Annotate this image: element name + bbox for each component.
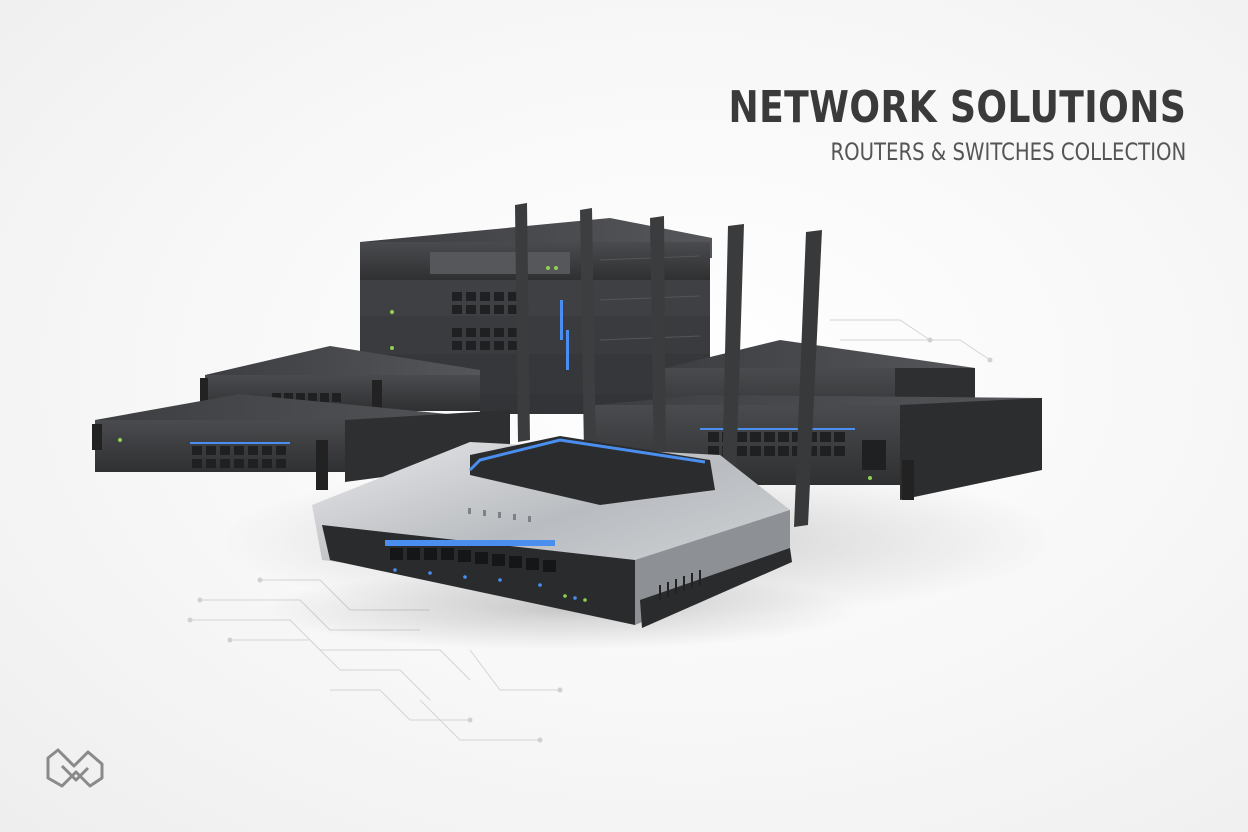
- left-switch-lower: [92, 394, 510, 490]
- title-block: NETWORK SOLUTIONS ROUTERS & SWITCHES COL…: [628, 82, 1186, 167]
- wireless-router: [312, 436, 792, 628]
- router-antennas: [515, 203, 822, 527]
- right-switch-lower: [595, 395, 1042, 500]
- subheadline: ROUTERS & SWITCHES COLLECTION: [830, 138, 1186, 167]
- router-lan-ports: [390, 548, 556, 572]
- brand-logo-icon: [46, 748, 104, 788]
- headline: NETWORK SOLUTIONS: [728, 82, 1186, 133]
